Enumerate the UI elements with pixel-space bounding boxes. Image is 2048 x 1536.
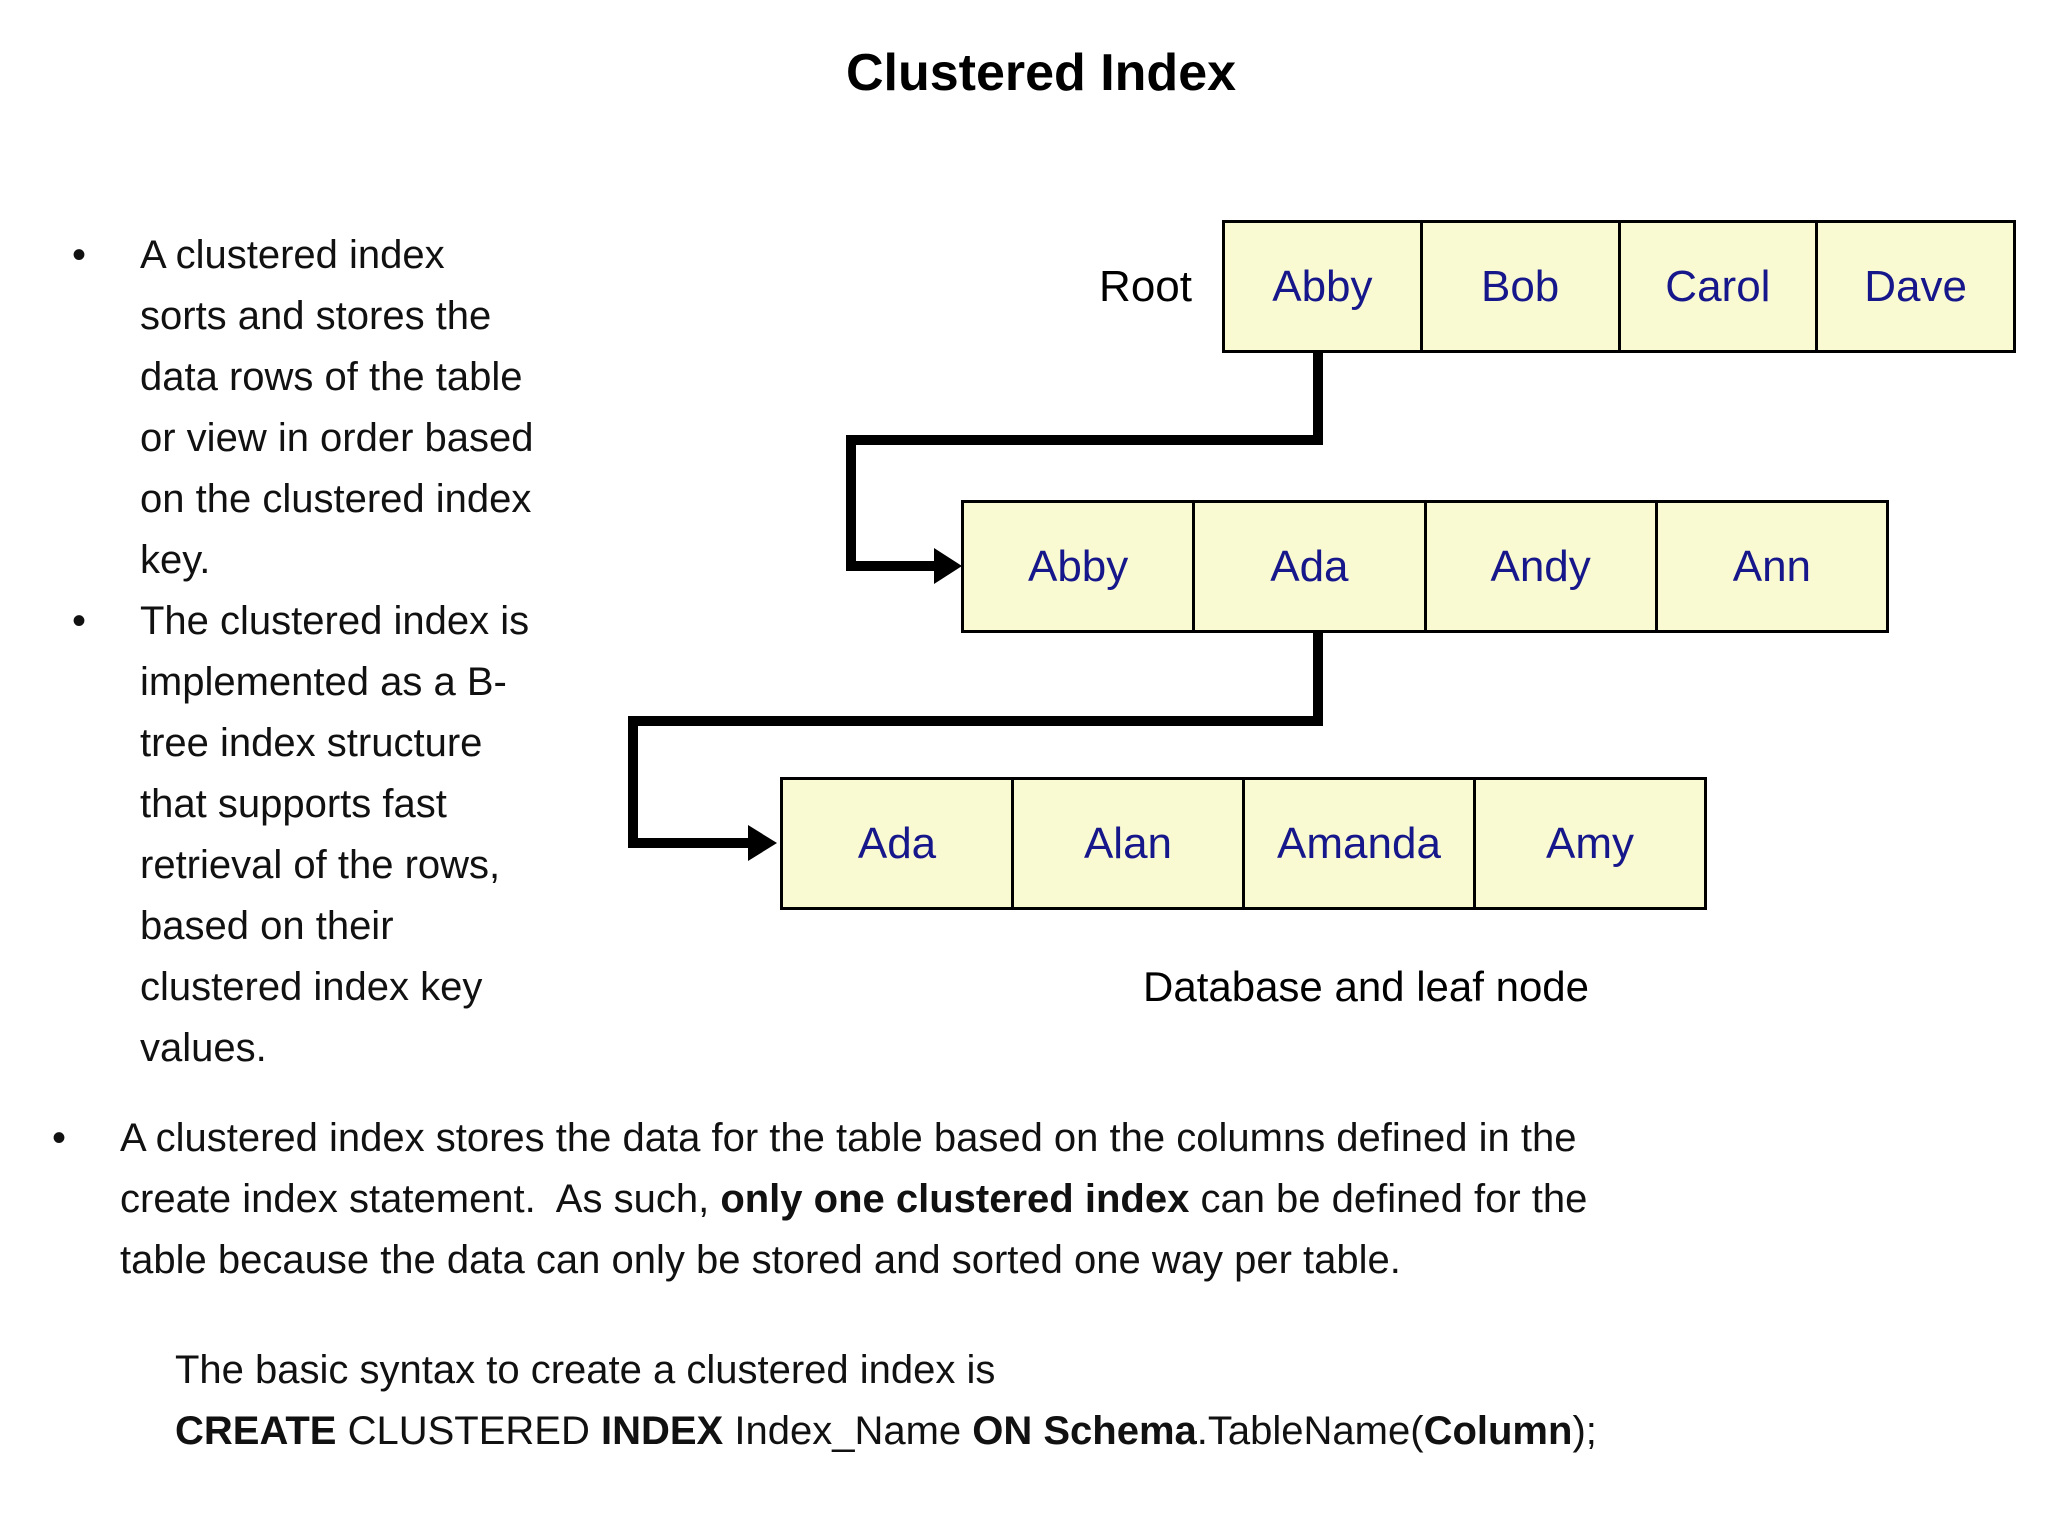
leaf-cell: Amy <box>1473 780 1704 907</box>
bottom-bullet-line-3: table because the data can only be store… <box>120 1238 1401 1282</box>
root-cell: Carol <box>1617 223 1816 350</box>
left-bullet-list: • A clustered index sorts and stores the… <box>62 225 682 1079</box>
root-node-label: Root <box>1099 262 1192 311</box>
intermediate-cell: Ada <box>1192 503 1423 630</box>
intermediate-cell: Andy <box>1423 503 1655 630</box>
intermediate-cell: Ann <box>1654 503 1886 630</box>
syntax-text: Index_Name <box>723 1409 973 1453</box>
bullet-icon: • <box>52 1116 67 1160</box>
bullet-item-1: • A clustered index sorts and stores the… <box>62 225 682 591</box>
btree-leaf-row: Ada Alan Amanda Amy <box>780 777 1707 910</box>
bottom-bullet-line-1: A clustered index stores the data for th… <box>120 1116 1577 1160</box>
intermediate-cell: Abby <box>1027 541 1129 591</box>
leaf-cell: Amanda <box>1242 780 1473 907</box>
bullet-2-text: The clustered index is implemented as a … <box>140 599 530 1070</box>
root-cell: Dave <box>1815 223 2013 350</box>
line2-regular-text: can be defined for the <box>1189 1177 1588 1221</box>
syntax-text: ); <box>1572 1409 1597 1453</box>
root-cell: Abby <box>1272 261 1373 311</box>
page-title: Clustered Index <box>845 44 1237 102</box>
bullet-icon: • <box>72 599 87 643</box>
btree-root-row: Abby Bob Carol Dave <box>1222 220 2016 353</box>
line2-regular-text: create index statement. As such, <box>120 1177 721 1221</box>
syntax-statement-line: CREATE CLUSTERED INDEX Index_Name ON Sch… <box>175 1401 1875 1462</box>
syntax-text: CLUSTERED <box>336 1409 601 1453</box>
root-cell: Bob <box>1419 223 1618 350</box>
syntax-keyword: INDEX <box>600 1409 724 1453</box>
arrowhead-icon <box>748 825 777 861</box>
diagram-caption: Database and leaf node <box>1143 963 1590 1010</box>
arrowhead-icon <box>934 548 962 584</box>
syntax-keyword: Column <box>1423 1409 1573 1453</box>
bottom-bullet-item: • A clustered index stores the data for … <box>44 1108 1924 1291</box>
bottom-bullet-line-2: create index statement. As such, only on… <box>120 1169 1924 1230</box>
line2-bold-text: only one clustered index <box>720 1177 1190 1221</box>
bullet-item-2: • The clustered index is implemented as … <box>62 591 682 1079</box>
btree-intermediate-row: Abby Ada Andy Ann <box>961 500 1889 633</box>
leaf-cell: Alan <box>1011 780 1242 907</box>
syntax-block: The basic syntax to create a clustered i… <box>175 1340 1875 1462</box>
syntax-text: .TableName( <box>1196 1409 1424 1453</box>
bullet-1-text: A clustered index sorts and stores the d… <box>140 233 534 582</box>
syntax-keyword: ON Schema <box>972 1409 1197 1453</box>
leaf-cell: Ada <box>857 818 937 868</box>
syntax-keyword: CREATE <box>175 1409 337 1453</box>
bullet-icon: • <box>72 233 87 277</box>
syntax-intro-line: The basic syntax to create a clustered i… <box>175 1348 996 1392</box>
bottom-bullet-text: A clustered index stores the data for th… <box>120 1108 1924 1291</box>
